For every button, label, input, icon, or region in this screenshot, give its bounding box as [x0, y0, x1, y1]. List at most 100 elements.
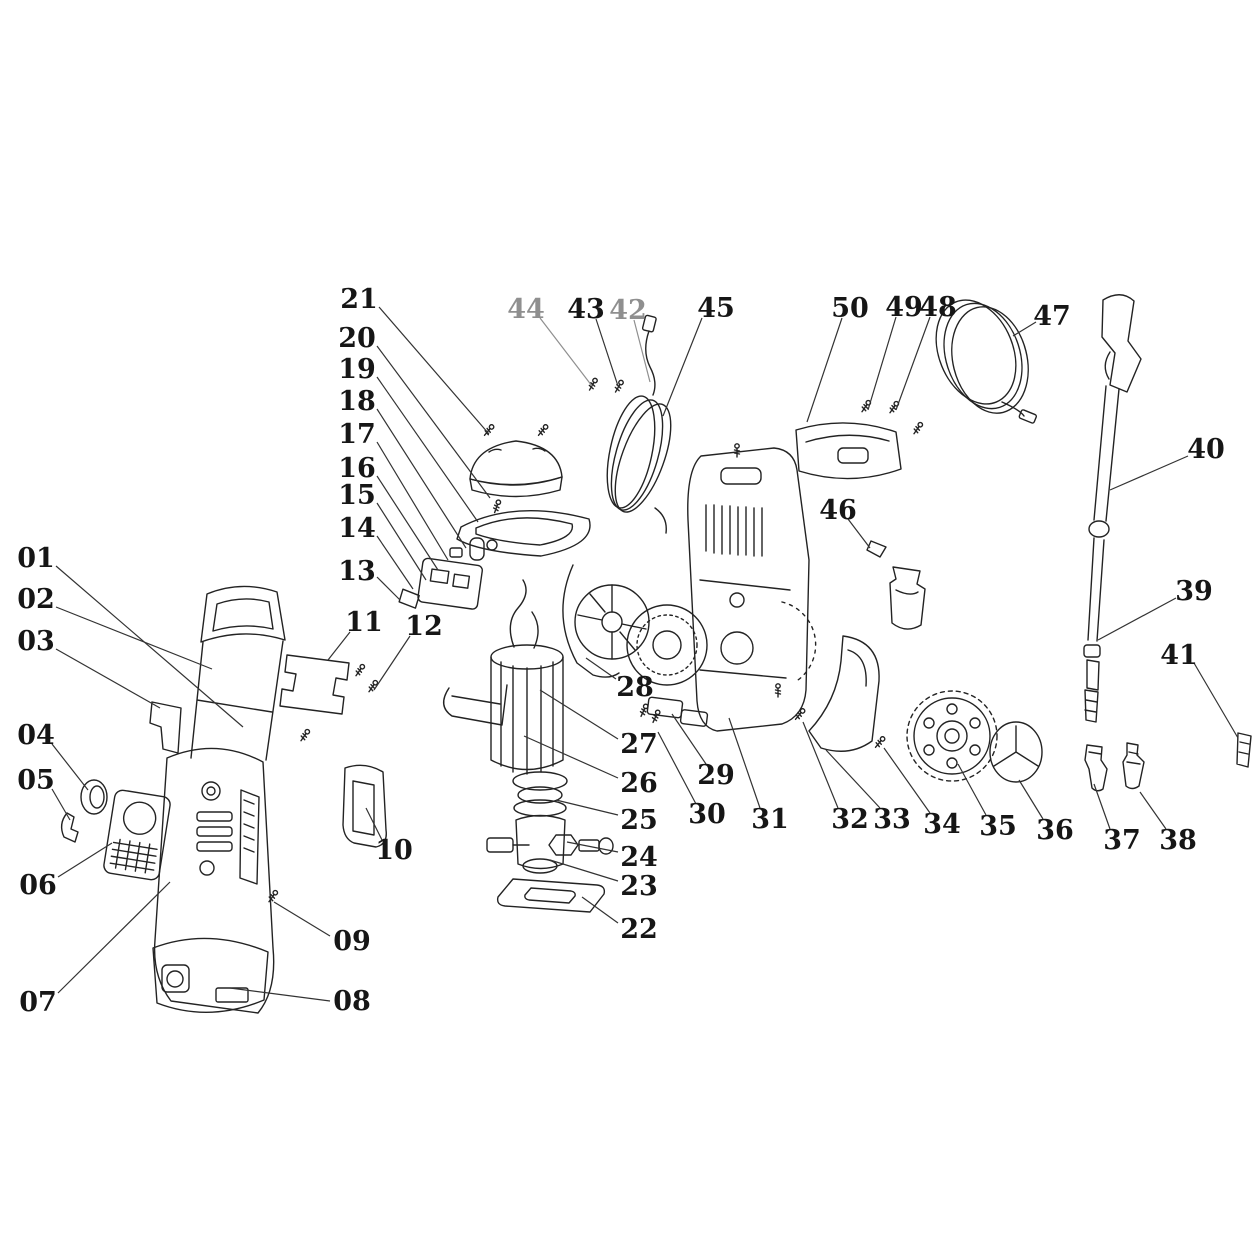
part-label-49: 49 — [885, 292, 923, 323]
leader-line-47 — [1012, 321, 1037, 337]
leader-line-37 — [1093, 783, 1111, 830]
leader-line-22 — [581, 896, 619, 924]
leader-line-32 — [802, 721, 839, 809]
leader-line-19 — [376, 376, 479, 523]
leader-line-20 — [376, 345, 491, 499]
leader-line-45 — [662, 317, 703, 417]
part-label-25: 25 — [620, 805, 658, 836]
part-label-39: 39 — [1175, 576, 1213, 607]
leader-line-04 — [51, 743, 89, 791]
leader-line-03 — [55, 648, 161, 709]
diagram-artwork — [60, 294, 1252, 1014]
part-label-18: 18 — [338, 386, 376, 417]
part-label-01: 01 — [17, 543, 55, 574]
leader-line-21 — [378, 306, 490, 435]
leader-line-25 — [555, 799, 619, 816]
part-label-45: 45 — [697, 293, 735, 324]
leader-line-46 — [847, 518, 871, 549]
top-handle-panel-drawing — [795, 422, 902, 480]
detergent-bottle-drawing — [866, 540, 926, 630]
part-label-08: 08 — [333, 986, 371, 1017]
gasket-plate-drawing — [456, 509, 591, 557]
part-label-04: 04 — [17, 720, 55, 751]
leader-line-07 — [57, 881, 171, 994]
leader-line-38 — [1139, 791, 1167, 830]
screws-drawing — [268, 377, 924, 903]
part-label-48: 48 — [919, 292, 957, 323]
leader-line-39 — [1097, 597, 1177, 641]
leader-line-09 — [273, 901, 331, 937]
leader-line-42 — [633, 319, 651, 383]
leader-line-05 — [51, 788, 71, 821]
part-label-40: 40 — [1187, 434, 1225, 465]
wheel-cap-drawing — [989, 721, 1043, 783]
part-label-32: 32 — [831, 804, 869, 835]
part-label-19: 19 — [338, 354, 376, 385]
pump-body-drawing — [515, 814, 566, 874]
leader-line-02 — [55, 606, 213, 670]
leader-line-44 — [539, 317, 593, 387]
part-label-36: 36 — [1036, 815, 1074, 846]
lance-tip-drawing — [1084, 659, 1100, 723]
part-label-22: 22 — [620, 914, 658, 945]
rotor-drawing — [626, 604, 708, 686]
grill-plate-drawing — [103, 789, 171, 881]
part-label-12: 12 — [405, 611, 443, 642]
leader-line-50 — [806, 317, 843, 423]
wheel-drawing — [906, 690, 998, 782]
pump-head-drawing — [512, 771, 568, 817]
part-label-30: 30 — [688, 799, 726, 830]
part-label-41: 41 — [1160, 640, 1198, 671]
leader-line-06 — [57, 842, 113, 878]
part-label-31: 31 — [751, 804, 789, 835]
bottom-cover-drawing — [152, 937, 269, 1013]
part-label-02: 02 — [17, 584, 55, 615]
leader-line-49 — [867, 316, 897, 411]
part-label-24: 24 — [620, 842, 658, 873]
part-label-37: 37 — [1103, 825, 1141, 856]
part-label-44: 44 — [507, 294, 545, 325]
part-label-47: 47 — [1033, 301, 1071, 332]
part-label-26: 26 — [620, 768, 658, 799]
switch-assembly-drawing — [398, 537, 498, 610]
round-cap-drawing — [80, 779, 108, 815]
part-label-28: 28 — [616, 672, 654, 703]
leader-line-35 — [957, 763, 987, 816]
motor-drawing — [490, 579, 564, 775]
part-label-38: 38 — [1159, 825, 1197, 856]
leader-line-13 — [376, 576, 401, 601]
part-label-03: 03 — [17, 626, 55, 657]
part-label-29: 29 — [697, 760, 735, 791]
leader-line-01 — [55, 565, 244, 728]
leader-line-10 — [365, 807, 383, 841]
part-label-11: 11 — [345, 607, 383, 638]
part-label-14: 14 — [338, 513, 376, 544]
part-label-06: 06 — [19, 870, 57, 901]
leader-line-41 — [1193, 662, 1239, 739]
part-label-35: 35 — [979, 811, 1017, 842]
part-label-10: 10 — [375, 835, 413, 866]
leader-line-43 — [595, 318, 619, 387]
spray-nozzle-drawing — [1084, 744, 1108, 792]
leader-line-48 — [895, 316, 931, 411]
fan-shroud-drawing — [562, 564, 650, 678]
part-label-42: 42 — [609, 295, 647, 326]
part-label-46: 46 — [819, 495, 857, 526]
turbo-nozzle-drawing — [1122, 742, 1145, 790]
part-label-33: 33 — [873, 804, 911, 835]
leader-line-24 — [566, 841, 619, 853]
leader-line-23 — [549, 859, 619, 882]
leader-line-14 — [376, 535, 414, 590]
power-cord-drawing — [606, 314, 672, 534]
part-label-27: 27 — [620, 729, 658, 760]
rear-housing-drawing — [687, 447, 817, 732]
part-label-23: 23 — [620, 871, 658, 902]
side-cover-drawing — [808, 635, 880, 752]
spray-gun-drawing — [1083, 294, 1142, 658]
leader-line-31 — [728, 717, 761, 809]
leader-line-33 — [825, 749, 881, 809]
leader-line-26 — [523, 735, 619, 779]
part-label-09: 09 — [333, 926, 371, 957]
